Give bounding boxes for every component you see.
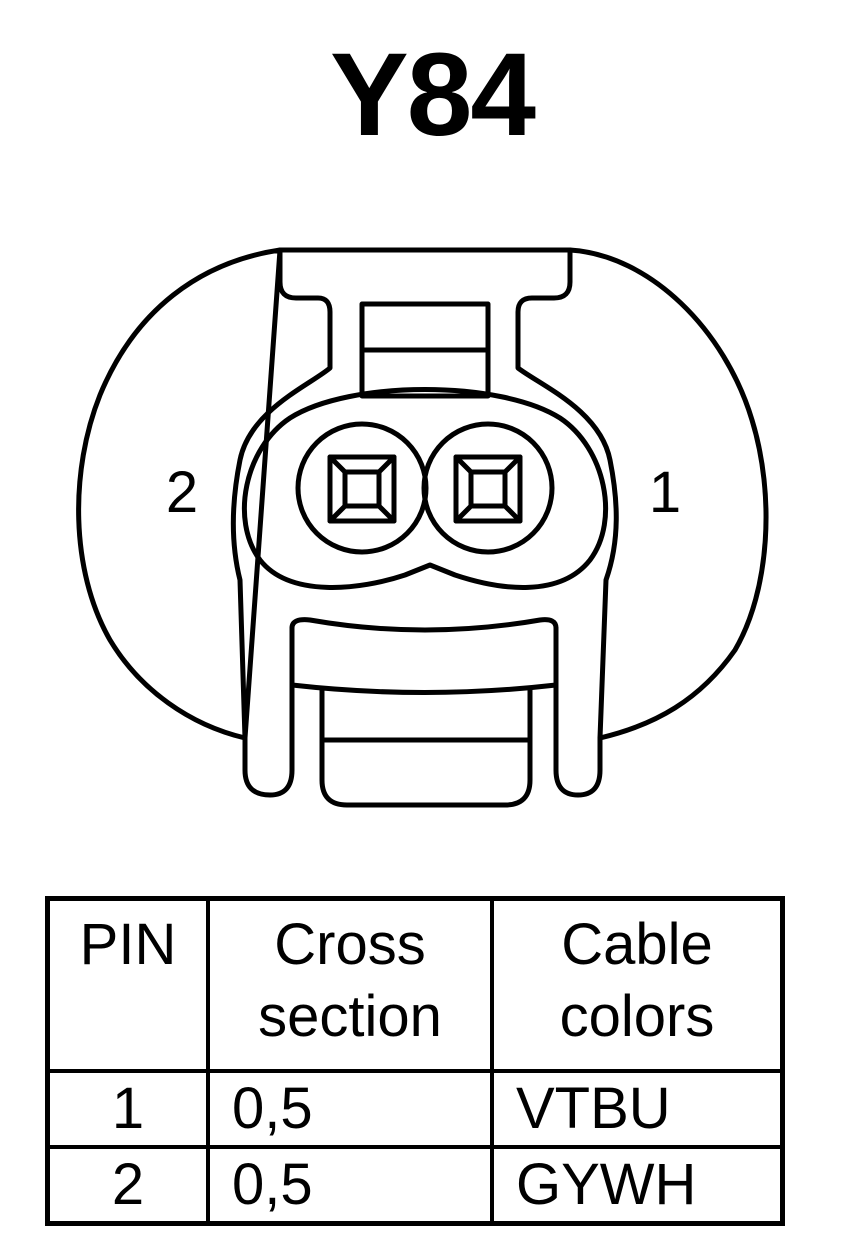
cell-cross-section: 0,5 <box>206 1069 494 1149</box>
header-cable-colors: Cable colors <box>490 896 785 1073</box>
pin-chamber-2 <box>295 421 429 555</box>
housing-outline <box>76 247 769 741</box>
pin-contact-1 <box>453 454 523 524</box>
cell-cross-section: 0,5 <box>206 1145 494 1226</box>
pin-label-2: 2 <box>166 460 198 525</box>
header-cross-section: Cross section <box>206 896 494 1073</box>
latch-outline <box>230 247 619 798</box>
pin-assignment-table: PIN Cross section Cable colors 1 0,5 VTB… <box>45 896 785 1226</box>
cell-cable-color: GYWH <box>490 1145 785 1226</box>
pin-label-1: 1 <box>649 460 681 525</box>
connector-face-diagram: 2 1 <box>76 247 769 808</box>
bottom-key <box>289 617 559 695</box>
cell-pin: 2 <box>45 1145 210 1226</box>
table-header-row: PIN Cross section Cable colors <box>45 896 785 1073</box>
header-pin: PIN <box>45 896 210 1073</box>
inner-cavity <box>241 387 609 590</box>
table-row: 2 0,5 GYWH <box>45 1145 785 1226</box>
pin-contact-2 <box>327 454 397 524</box>
connector-title: Y84 <box>330 29 536 161</box>
pin-chamber-1 <box>421 421 555 555</box>
cell-pin: 1 <box>45 1069 210 1149</box>
cell-cable-color: VTBU <box>490 1069 785 1149</box>
table-row: 1 0,5 VTBU <box>45 1069 785 1149</box>
